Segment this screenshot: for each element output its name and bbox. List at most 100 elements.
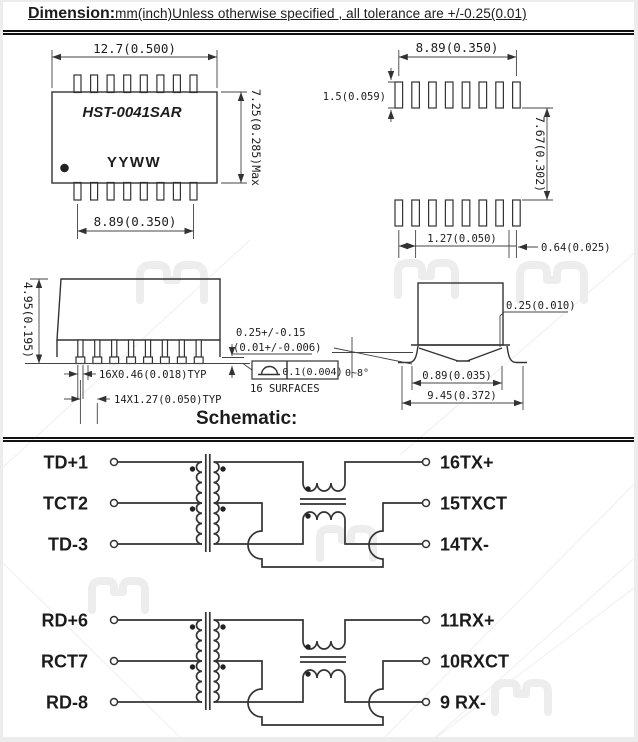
side-view-leads bbox=[75, 339, 204, 365]
land-pattern-drawing: 8.89(0.350) 1.5(0.059) 7.67(0.302) 1.27(… bbox=[323, 40, 611, 258]
schematic-rule-2 bbox=[3, 440, 634, 442]
rx-terminal-6 bbox=[109, 615, 119, 625]
tx-choke-top-winding bbox=[302, 482, 346, 492]
page-border-left bbox=[0, 0, 3, 742]
page-border-top bbox=[0, 0, 638, 2]
rx-terminal-7 bbox=[109, 656, 119, 666]
end-view-span-dim: 9.45(0.372) bbox=[401, 366, 524, 410]
tx-terminal-16 bbox=[421, 457, 431, 467]
rx-core-lines bbox=[204, 612, 211, 710]
tx-input-label-2: TCT2 bbox=[43, 494, 88, 514]
coplanarity-dim: 0.25+/-0.15 (0.01+/-0.006) bbox=[222, 327, 322, 378]
land-pattern-pitch-dim: 1.27(0.050) bbox=[398, 230, 517, 258]
top-view-pinspan-dim: 8.89(0.350) bbox=[77, 204, 194, 239]
tx-input-label-1: TD+1 bbox=[43, 453, 88, 473]
svg-text:0.25+/-0.15: 0.25+/-0.15 bbox=[236, 327, 306, 339]
svg-text:1.27(0.050): 1.27(0.050) bbox=[427, 233, 497, 245]
svg-text:0~8°: 0~8° bbox=[345, 368, 369, 379]
svg-text:7.25(0.285)Max: 7.25(0.285)Max bbox=[249, 89, 263, 186]
page-border-bottom bbox=[0, 737, 638, 742]
header-rule-2 bbox=[3, 33, 634, 35]
end-view-standoff-dim: 0.25(0.010) bbox=[499, 300, 576, 347]
tx-output-label-2: 15TXCT bbox=[440, 494, 507, 514]
dimension-drawings: HST-0041SAR YYWW 12.7(0.500) 8.89(0.350)… bbox=[21, 40, 611, 424]
tx-output-label-3: 14TX- bbox=[440, 535, 489, 555]
svg-text:8.89(0.350): 8.89(0.350) bbox=[416, 40, 499, 55]
top-view-width-dim: 12.7(0.500) bbox=[51, 41, 218, 88]
svg-text:0.25(0.010): 0.25(0.010) bbox=[506, 300, 576, 312]
rx-terminal-9 bbox=[421, 697, 431, 707]
end-view-leads bbox=[398, 344, 527, 364]
end-view-body bbox=[417, 282, 504, 346]
page-border-right bbox=[634, 0, 638, 742]
svg-text:14X1.27(0.050)TYP: 14X1.27(0.050)TYP bbox=[114, 394, 221, 406]
pin1-marker-dot bbox=[60, 163, 69, 173]
tx-terminal-2 bbox=[109, 498, 119, 508]
page-title: Dimension: bbox=[28, 5, 116, 22]
land-pattern-pads bbox=[394, 81, 521, 227]
side-view-height-dim: 4.95(0.195) bbox=[21, 278, 48, 364]
top-view-body bbox=[51, 91, 218, 184]
side-view-pitch-dim: 14X1.27(0.050)TYP bbox=[64, 380, 221, 424]
rx-input-label-3: RD-8 bbox=[46, 693, 88, 713]
svg-text:4.95(0.195): 4.95(0.195) bbox=[21, 282, 35, 358]
header-rule-1 bbox=[3, 29, 634, 32]
end-view-angle-dim: 0~8° bbox=[332, 337, 413, 379]
rx-centertap-wire bbox=[213, 660, 423, 726]
tx-output-label-1: 16TX+ bbox=[440, 453, 494, 473]
rx-output-label-1: 11RX+ bbox=[440, 611, 495, 631]
rx-terminal-8 bbox=[109, 697, 119, 707]
rx-terminal-11 bbox=[421, 615, 431, 625]
tx-choke-bottom-winding bbox=[302, 511, 346, 521]
top-view-height-dim: 7.25(0.285)Max bbox=[221, 89, 263, 186]
header: Dimension:mm(inch)Unless otherwise speci… bbox=[28, 5, 527, 23]
rx-output-label-2: 10RXCT bbox=[440, 652, 509, 672]
tx-terminal-15 bbox=[421, 498, 431, 508]
rx-choke-top-winding bbox=[302, 640, 346, 650]
svg-text:0.1(0.004): 0.1(0.004) bbox=[282, 367, 342, 378]
svg-text:0.89(0.035): 0.89(0.035) bbox=[422, 370, 492, 382]
svg-text:0.64(0.025): 0.64(0.025) bbox=[541, 242, 611, 254]
top-view-pins bbox=[73, 74, 198, 201]
end-view-drawing: 0.25(0.010) 0~8° 0.89(0.035) 9.45(0.372) bbox=[332, 282, 576, 410]
svg-text:16 SURFACES: 16 SURFACES bbox=[250, 383, 320, 395]
land-pattern-padheight-dim: 1.5(0.059) bbox=[323, 68, 395, 122]
tx-core-lines bbox=[204, 454, 211, 552]
land-pattern-span-dim: 8.89(0.350) bbox=[398, 40, 517, 76]
schematic-drawing: TD+1 TCT2 TD-3 16TX+ 15TXCT 14TX- bbox=[41, 453, 509, 726]
side-view-leadwidth-dim: 16X0.46(0.018)TYP bbox=[64, 365, 206, 399]
svg-text:12.7(0.500): 12.7(0.500) bbox=[93, 41, 176, 56]
rx-input-label-1: RD+6 bbox=[41, 611, 88, 631]
end-view-foot-dim: 0.89(0.035) bbox=[411, 366, 503, 390]
tx-centertap-wire bbox=[213, 502, 423, 568]
svg-text:1.5(0.059): 1.5(0.059) bbox=[323, 91, 386, 103]
tolerance-note: mm(inch)Unless otherwise specified , all… bbox=[115, 6, 527, 21]
flatness-callout: 0.1(0.004) 16 SURFACES bbox=[242, 360, 343, 395]
tx-terminal-14 bbox=[421, 539, 431, 549]
tx-primary-winding bbox=[195, 461, 203, 545]
tx-terminal-3 bbox=[109, 539, 119, 549]
tx-terminal-1 bbox=[109, 457, 119, 467]
svg-text:8.89(0.350): 8.89(0.350) bbox=[94, 214, 177, 229]
top-view-drawing: HST-0041SAR YYWW 12.7(0.500) 8.89(0.350)… bbox=[51, 41, 263, 239]
part-number: HST-0041SAR bbox=[82, 104, 181, 121]
side-view-body bbox=[56, 278, 221, 341]
svg-text:(0.01+/-0.006): (0.01+/-0.006) bbox=[233, 342, 322, 354]
side-view-drawing: 4.95(0.195) 16X0.46(0.018)TYP 14X1.27(0.… bbox=[21, 278, 343, 424]
date-code: YYWW bbox=[107, 154, 161, 171]
tx-circuit: TD+1 TCT2 TD-3 16TX+ 15TXCT 14TX- bbox=[43, 453, 507, 568]
tx-input-label-3: TD-3 bbox=[48, 535, 88, 555]
rx-output-label-3: 9 RX- bbox=[440, 693, 486, 713]
rx-terminal-10 bbox=[421, 656, 431, 666]
schematic-title: Schematic: bbox=[196, 408, 298, 429]
rx-choke-bottom-winding bbox=[302, 669, 346, 679]
rx-input-label-2: RCT7 bbox=[41, 652, 88, 672]
schematic-rule-1 bbox=[3, 436, 634, 439]
svg-text:9.45(0.372): 9.45(0.372) bbox=[427, 390, 497, 402]
rx-primary-winding bbox=[195, 619, 203, 703]
land-pattern-padwidth-dim: 0.64(0.025) bbox=[518, 242, 611, 254]
tx-choke-core-lines bbox=[300, 498, 346, 505]
surface-profile-symbol-icon bbox=[258, 365, 280, 376]
